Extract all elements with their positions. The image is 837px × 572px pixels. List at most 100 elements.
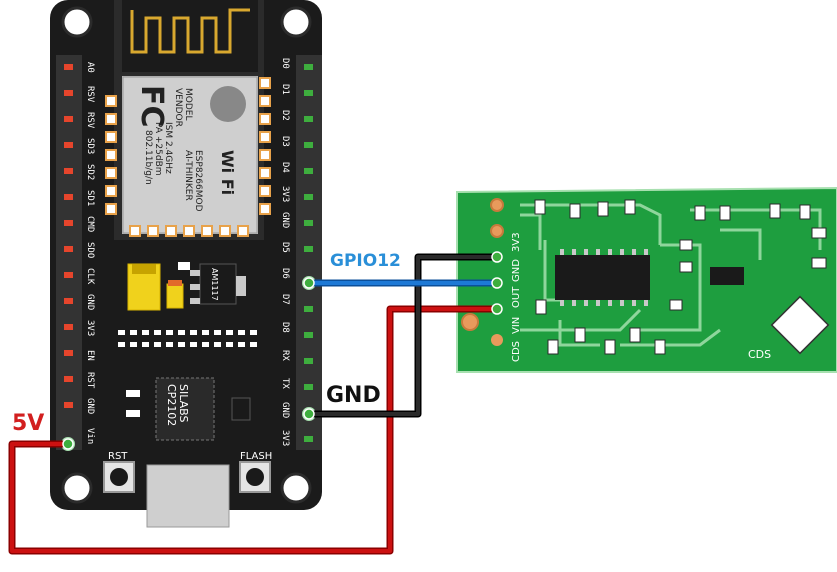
cds-label: CDS — [748, 348, 771, 361]
chip-model-label: CP2102 — [165, 384, 178, 426]
left-pin-label: SD1 — [85, 190, 95, 206]
pin-en[interactable] — [64, 350, 73, 356]
micro-usb-port[interactable] — [146, 464, 230, 528]
pin-3v3[interactable] — [304, 194, 313, 200]
wire-endpoint — [303, 408, 315, 420]
right-pin-label: D7 — [280, 294, 290, 305]
pin-d3[interactable] — [304, 142, 313, 148]
pin-rsv[interactable] — [64, 90, 73, 96]
right-pin-label: 3V3 — [280, 430, 290, 446]
right-pin-label: D5 — [280, 242, 290, 253]
pin-gnd[interactable] — [304, 220, 313, 226]
nodemcu-board: FC MODEL VENDOR ISM 2.4GHz PA +25dBm 802… — [50, 0, 322, 528]
rst-button[interactable]: RST — [103, 451, 135, 493]
pin-gnd[interactable] — [64, 402, 73, 408]
pin-sdo[interactable] — [64, 246, 73, 252]
left-pin-label: A0 — [85, 62, 95, 73]
wires — [8, 251, 503, 555]
right-pin-label: 3V3 — [280, 186, 290, 202]
sensor-ic — [555, 249, 650, 306]
small-capacitor — [166, 283, 184, 309]
sensor-pin-vin: VIN — [511, 317, 522, 334]
sensor-pin-cds: CDS — [511, 341, 522, 362]
sensor-pad — [461, 313, 479, 331]
left-pin-label: GND — [85, 398, 95, 414]
right-header — [296, 55, 322, 450]
cds-photoresistor: CDS — [748, 295, 830, 361]
capacitor-band — [168, 280, 182, 286]
left-pin-label: SD2 — [85, 164, 95, 180]
pin-3v3[interactable] — [304, 436, 313, 442]
right-pin-label: GND — [280, 402, 290, 418]
pin-d0[interactable] — [304, 64, 313, 70]
module-ism: ISM 2.4GHz — [163, 122, 173, 174]
pin-rst[interactable] — [64, 376, 73, 382]
left-pin-label: RSV — [85, 112, 95, 129]
left-pin-label: SD3 — [85, 138, 95, 154]
voltage-regulator: AM1117 — [190, 263, 246, 305]
module-vendor-label: VENDOR — [173, 88, 183, 127]
pin-d1[interactable] — [304, 90, 313, 96]
pin-rsv[interactable] — [64, 116, 73, 122]
sensor-transistor — [710, 267, 744, 285]
pin-d8[interactable] — [304, 332, 313, 338]
wire-endpoint — [491, 251, 503, 263]
module-model-label: MODEL — [183, 88, 193, 120]
pin-rx[interactable] — [304, 358, 313, 364]
right-pin-label: RX — [280, 350, 290, 361]
wire-endpoint — [62, 438, 74, 450]
pin-d7[interactable] — [304, 306, 313, 312]
pin-sd1[interactable] — [64, 194, 73, 200]
microwave-sensor-board: CDS 3V3 GND OUT VIN CDS — [456, 186, 837, 373]
capacitor-band — [132, 264, 156, 274]
right-pin-label: D2 — [280, 110, 290, 121]
esp8266-module: FC MODEL VENDOR ISM 2.4GHz PA +25dBm 802… — [105, 0, 271, 240]
wire-endpoint — [491, 303, 503, 315]
pin-a0[interactable] — [64, 64, 73, 70]
red-power-wire-core — [10, 307, 497, 553]
right-pin-label: D0 — [280, 58, 290, 69]
diode — [231, 397, 251, 421]
pin-d5[interactable] — [304, 246, 313, 252]
right-pin-label: D3 — [280, 136, 290, 147]
left-pin-label: RSV — [85, 86, 95, 103]
left-pin-label: Vin — [85, 428, 95, 444]
smd-resistor — [126, 390, 140, 397]
espressif-logo — [210, 86, 246, 122]
flash-button[interactable]: FLASH — [239, 451, 272, 493]
flash-button-label: FLASH — [240, 451, 272, 462]
left-pin-label: RST — [85, 372, 95, 389]
label-gpio12: GPIO12 — [330, 251, 401, 271]
mount-hole — [61, 6, 93, 38]
sensor-pin-3v3: 3V3 — [511, 232, 522, 252]
right-pin-label: GND — [280, 212, 290, 228]
wire-endpoint — [491, 277, 503, 289]
smd-resistor — [126, 410, 140, 417]
right-pin-label: D1 — [280, 84, 290, 95]
wifi-logo: Wi Fi — [218, 150, 237, 195]
pin-cmd[interactable] — [64, 220, 73, 226]
left-pin-label: EN — [85, 350, 95, 361]
left-header — [56, 55, 82, 450]
left-pin-label: SDO — [85, 242, 95, 258]
pin-clk[interactable] — [64, 272, 73, 278]
left-pin-label: CMD — [85, 216, 95, 232]
usb-uart-chip: SILABS CP2102 — [155, 377, 215, 441]
rst-button-label: RST — [108, 451, 128, 462]
left-pin-label: GND — [85, 294, 95, 310]
pin-d2[interactable] — [304, 116, 313, 122]
sensor-pin-gnd: GND — [511, 259, 522, 282]
sensor-pad — [490, 224, 504, 238]
wire-endpoint — [303, 277, 315, 289]
label-gnd: GND — [326, 383, 381, 408]
pin-d4[interactable] — [304, 168, 313, 174]
mount-hole — [61, 472, 93, 504]
pin-tx[interactable] — [304, 384, 313, 390]
pin-sd2[interactable] — [64, 168, 73, 174]
mount-hole — [280, 472, 312, 504]
sensor-pin-out: OUT — [511, 286, 522, 308]
pin-3v3[interactable] — [64, 324, 73, 330]
pin-sd3[interactable] — [64, 142, 73, 148]
pin-gnd[interactable] — [64, 298, 73, 304]
